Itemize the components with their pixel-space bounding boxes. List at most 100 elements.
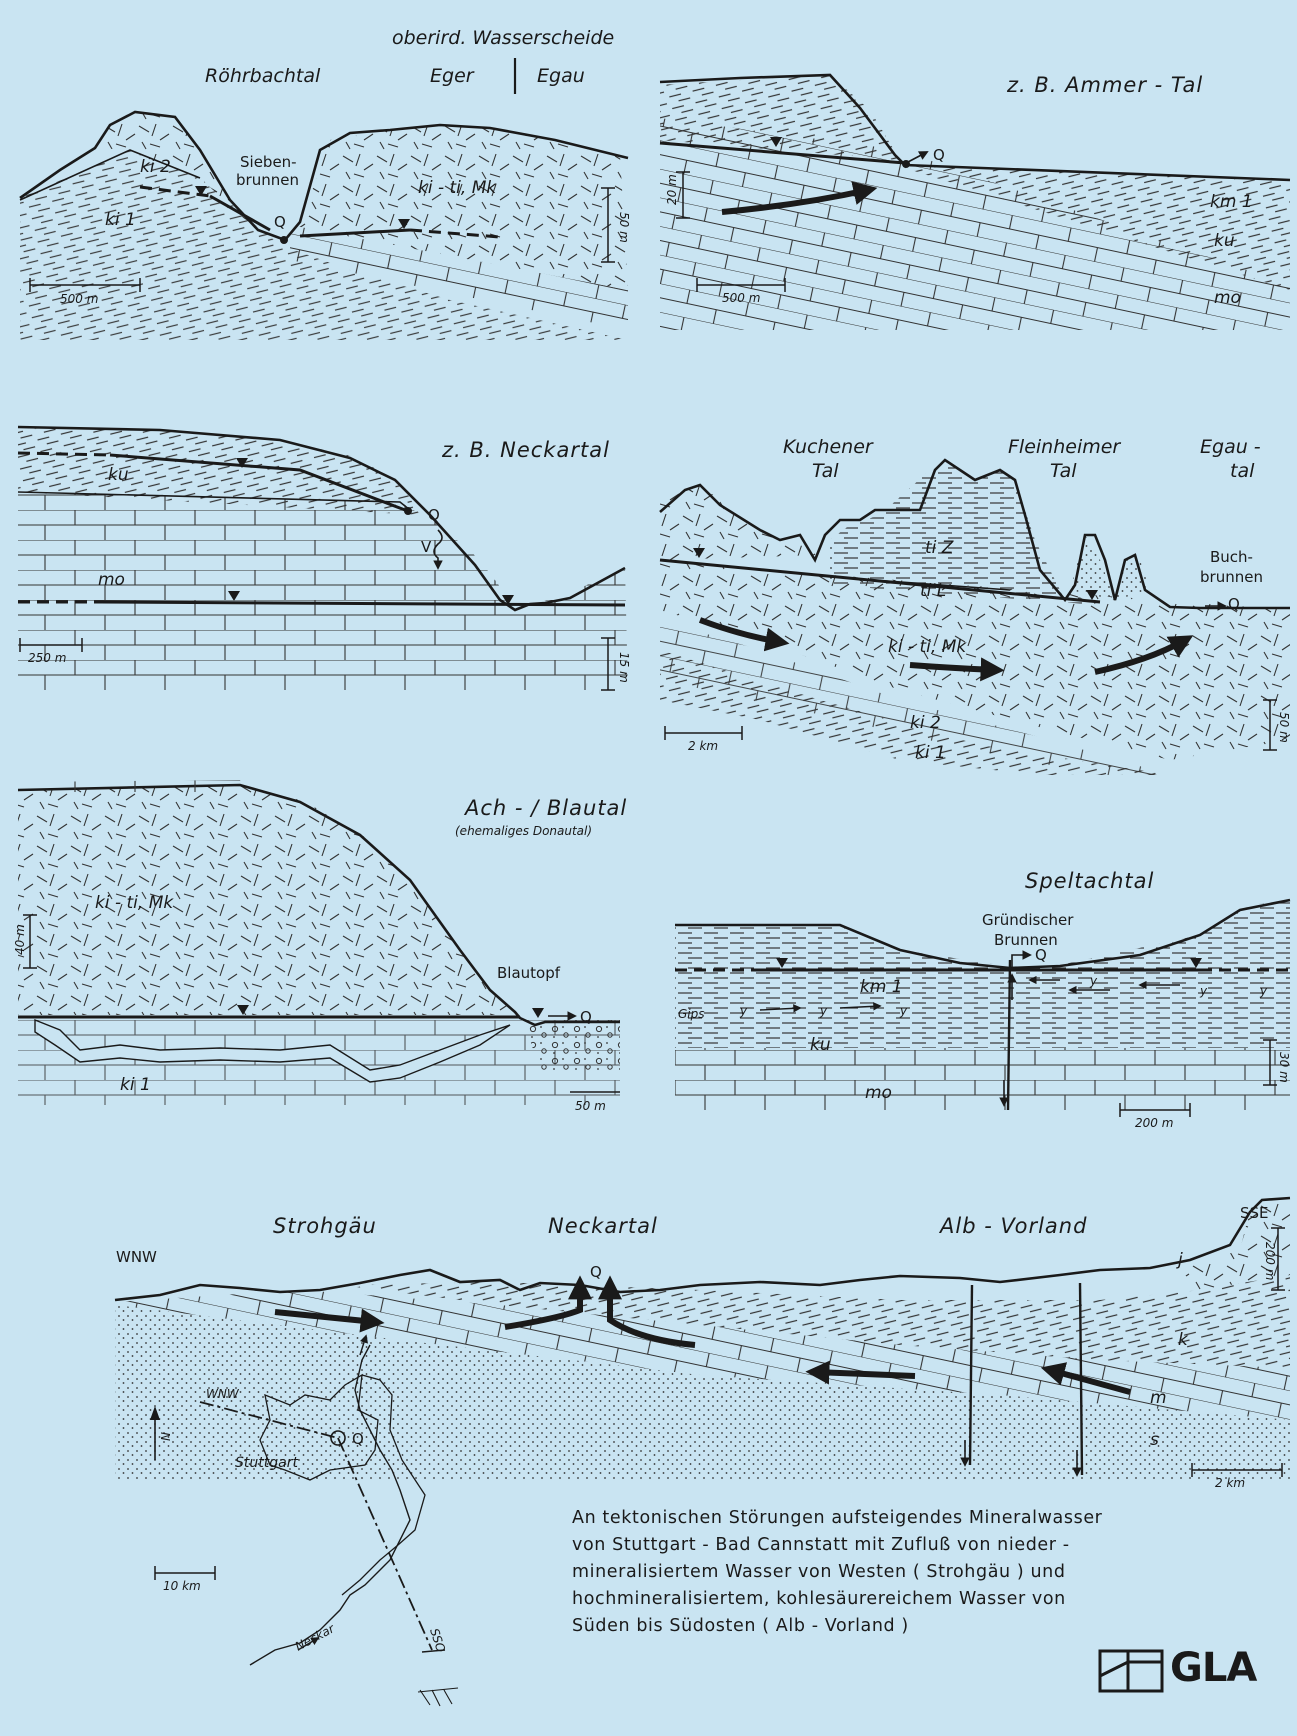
divide-left-label: Eger [430,65,475,87]
spelt-y-2: y [819,1004,828,1018]
spelt-ku [675,1000,1290,1048]
rock-ki-ti-mk-3: ki - ti, Mk [95,893,174,913]
spelt-spring-label: Gründischer [982,911,1074,929]
rock-mo-neckar: mo [98,570,125,590]
kuchen-title-2: Fleinheimer [1008,436,1121,458]
kuchen-spring-label: Buch- [1210,548,1253,566]
map-scale: 10 km [155,1566,215,1593]
rock-ki2-2: ki 2 [910,713,941,733]
spelt-limestone [675,1048,1290,1110]
spelt-spring-label-2: Brunnen [994,931,1058,949]
blau-title: Ach - / Blautal [463,796,627,820]
caption-line-4: hochmineralisiertem, kohlesäurereichem W… [572,1586,1152,1613]
figure-caption: An tektonischen Störungen aufsteigendes … [572,1505,1152,1640]
rohrbach-scale-v-label: 50 m [617,212,631,243]
neckar-title: z. B. Neckartal [441,438,610,462]
kuchen-title-1b: Tal [812,460,839,482]
kuchen-hill-dash [830,465,1100,605]
cannstatt-title-1: Strohgäu [273,1214,377,1238]
rohrbach-q-label: Q [274,213,286,231]
divide-title: oberird. Wasserscheide [392,27,614,49]
ammer-title: z. B. Ammer - Tal [1006,73,1203,97]
rock-m: m [1150,1388,1167,1408]
rock-ku-spelt: ku [810,1035,831,1055]
blau-spring-label: Blautopf [497,964,561,982]
map-end-shape [418,1688,458,1706]
spelt-y-4: y [1089,974,1098,988]
kuchen-title-1: Kuchener [783,436,874,458]
panel-speltachtal: Speltachtal Gründischer Brunnen Q Gips k… [675,869,1291,1130]
blau-top-bricks [18,780,250,792]
cannstatt-title-3: Alb - Vorland [938,1214,1087,1238]
kuchen-spring-label-2: brunnen [1200,568,1263,586]
blau-wt-marker-2 [532,1008,544,1018]
rohrbach-title: Röhrbachtal [205,65,321,87]
kuchen-q-label: Q [1228,595,1240,613]
panel-cannstatt: Strohgäu Neckartal Alb - Vorland WNW SSE… [115,1198,1290,1490]
rock-ki1-3: ki 1 [120,1075,151,1095]
rock-mo-spelt: mo [865,1083,892,1103]
ammer-scale-h-label: 500 m [722,291,760,305]
divide-right-label: Egau [537,65,585,87]
rock-k: k [1178,1330,1189,1350]
kuchen-title-2b: Tal [1050,460,1077,482]
blau-subtitle: (ehemaliges Donautal) [455,824,592,838]
neckar-q-label: Q [428,506,440,524]
ammer-scale-v-label: 20 m [665,174,679,205]
logo-fault-icon [1100,1662,1162,1676]
panel-kuchener-tal: Kuchener Tal Fleinheimer Tal Egau - tal … [660,436,1291,775]
spelt-scale-v-label: 30 m [1277,1052,1291,1083]
spelt-y-5: y [1199,984,1208,998]
neckar-scale-h-label: 250 m [28,651,66,665]
rock-km1-spelt: km 1 [860,977,903,997]
rohrbach-spring-label-2: brunnen [236,171,299,189]
panel-rohrbachtal: Röhrbachtal oberird. Wasserscheide Eger … [20,27,631,340]
rock-ki2: ki 2 [140,157,171,177]
rock-ki-ti-mk: ki - ti, Mk [418,178,497,198]
rohrbach-spring-dot [280,236,288,244]
blau-marl [18,785,520,1015]
blau-scale-h-label: 50 m [575,1099,606,1113]
rohrbach-scale-h-label: 500 m [60,292,98,306]
rock-ki1: ki 1 [105,210,136,230]
map-city-label: Stuttgart [235,1455,298,1471]
map-scale-label: 10 km [163,1579,201,1593]
rock-mo-ammer: mo [1214,288,1241,308]
neckar-v-label: V [421,538,432,556]
cannstatt-flow-4 [815,1372,915,1376]
caption-line-5: Süden bis Südosten ( Alb - Vorland ) [572,1613,1152,1640]
blau-scale-v-label: 40 m [13,924,27,955]
map-river-label: Neckar [293,1621,338,1654]
gla-logo-text: GLA [1170,1645,1256,1691]
caption-line-3: mineralisiertem Wasser von Westen ( Stro… [572,1559,1152,1586]
rock-j: j [1176,1250,1183,1270]
rock-ki-ti-mk-2: ki - ti, Mk [888,637,967,657]
rock-ku-ammer: ku [1214,231,1235,251]
spelt-y-3: y [899,1004,908,1018]
panel-neckartal: z. B. Neckartal Q V ku mo 250 m 15 m [18,427,631,690]
spelt-gips-label: Gips [678,1007,705,1021]
panel-ammer-tal: z. B. Ammer - Tal Q km 1 ku mo 500 m 20 … [660,73,1290,330]
map-q-label: Q [352,1430,364,1448]
spelt-q-label: Q [1035,946,1047,964]
gla-logo-mark [1100,1651,1162,1691]
spelt-scale-h-label: 200 m [1135,1116,1173,1130]
panel-blautal: Ach - / Blautal (ehemaliges Donautal) Bl… [13,780,627,1113]
rock-tiz: ti Z [925,538,954,558]
cannstatt-scale-h-label: 2 km [1215,1476,1245,1490]
spelt-y-1: y [739,1004,748,1018]
spelt-title: Speltachtal [1025,869,1154,893]
neckar-spring-dot [404,507,412,515]
cannstatt-scale-v-label: 200 m [1263,1242,1277,1280]
blau-q-label: Q [580,1008,592,1026]
neckar-scale-v-label: 15 m [617,652,631,683]
blau-gravel [525,1020,620,1070]
kuchen-upper-marl [660,485,820,560]
cannstatt-wnw: WNW [116,1248,157,1266]
caption-line-2: von Stuttgart - Bad Cannstatt mit Zufluß… [572,1532,1152,1559]
map-wnw-label: WNW [206,1387,240,1401]
neckar-limestone [18,492,628,690]
kuchen-title-3b: tal [1230,460,1255,482]
rock-til: ti L [920,581,946,601]
